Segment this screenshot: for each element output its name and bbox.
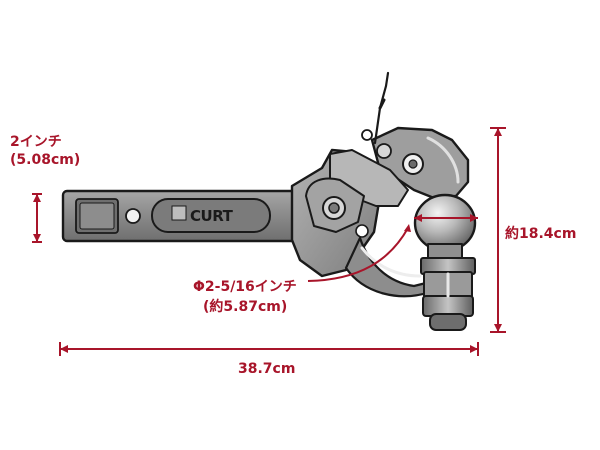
overall-height-label: 約18.4cm [505, 225, 576, 242]
pin-hole [125, 208, 141, 224]
hook-body [290, 71, 470, 298]
dimension-labels: 2インチ (5.08cm) Φ2-5/16インチ (約5.87cm) 約18.4… [10, 134, 576, 377]
shank-height-label-line2: (5.08cm) [10, 152, 80, 168]
ball-diameter-label-line2: (約5.87cm) [203, 298, 287, 315]
hitch-ball [413, 193, 477, 263]
ball-nut [420, 257, 476, 331]
overall-length-label: 38.7cm [238, 361, 295, 377]
dimension-lines [32, 127, 506, 356]
logo-text: CURT [190, 207, 234, 225]
ball-diameter-label-line1: Φ2-5/16インチ [193, 279, 297, 295]
shank-height-label-line1: 2インチ [10, 134, 62, 150]
curt-logo: CURT [171, 205, 234, 225]
